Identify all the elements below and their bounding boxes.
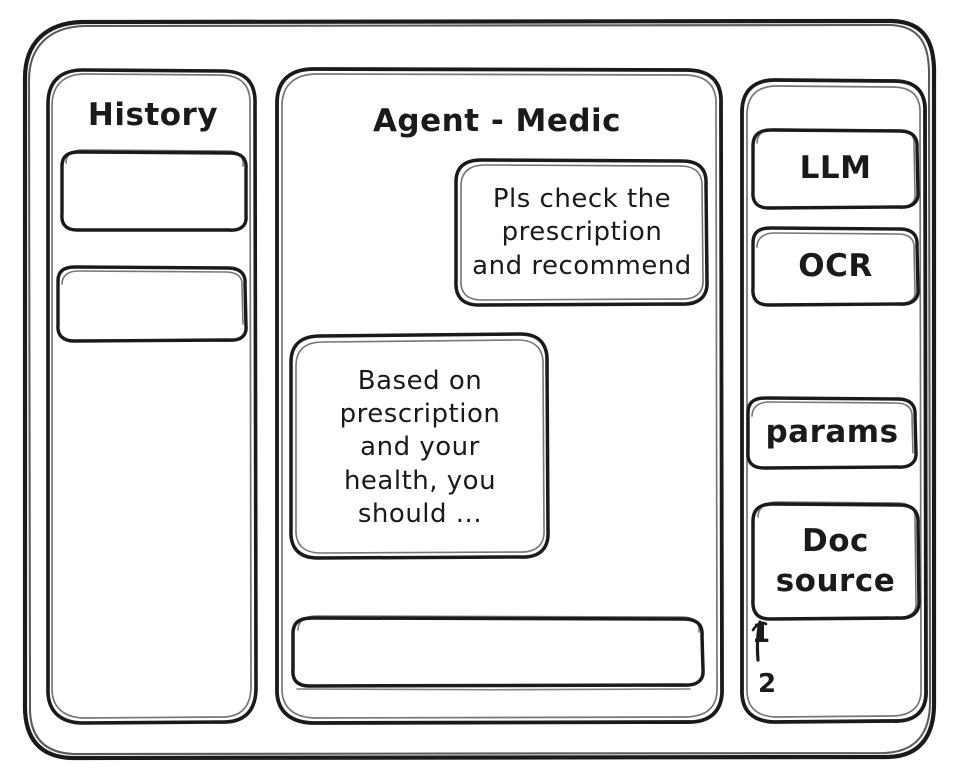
params-card-label: params [765,414,899,451]
llm-card-label: LLM [799,150,872,187]
assistant-message-bubble: Based on prescription and your health, y… [339,365,501,529]
user-message-bubble: Pls check the prescription and recommend [472,184,692,281]
history-item-1-label [62,152,246,230]
agent-title: Agent - Medic [372,103,622,140]
ocr-card-label: OCR [798,247,873,284]
message-composer-value [305,618,691,686]
history-item-2-label [58,267,246,341]
doc-source-item-2[interactable]: 2 [758,669,777,700]
doc-source-item-1[interactable]: 1 [752,619,771,650]
history-panel-title: History [87,97,219,134]
doc-source-card-label: Doc source [775,522,896,599]
